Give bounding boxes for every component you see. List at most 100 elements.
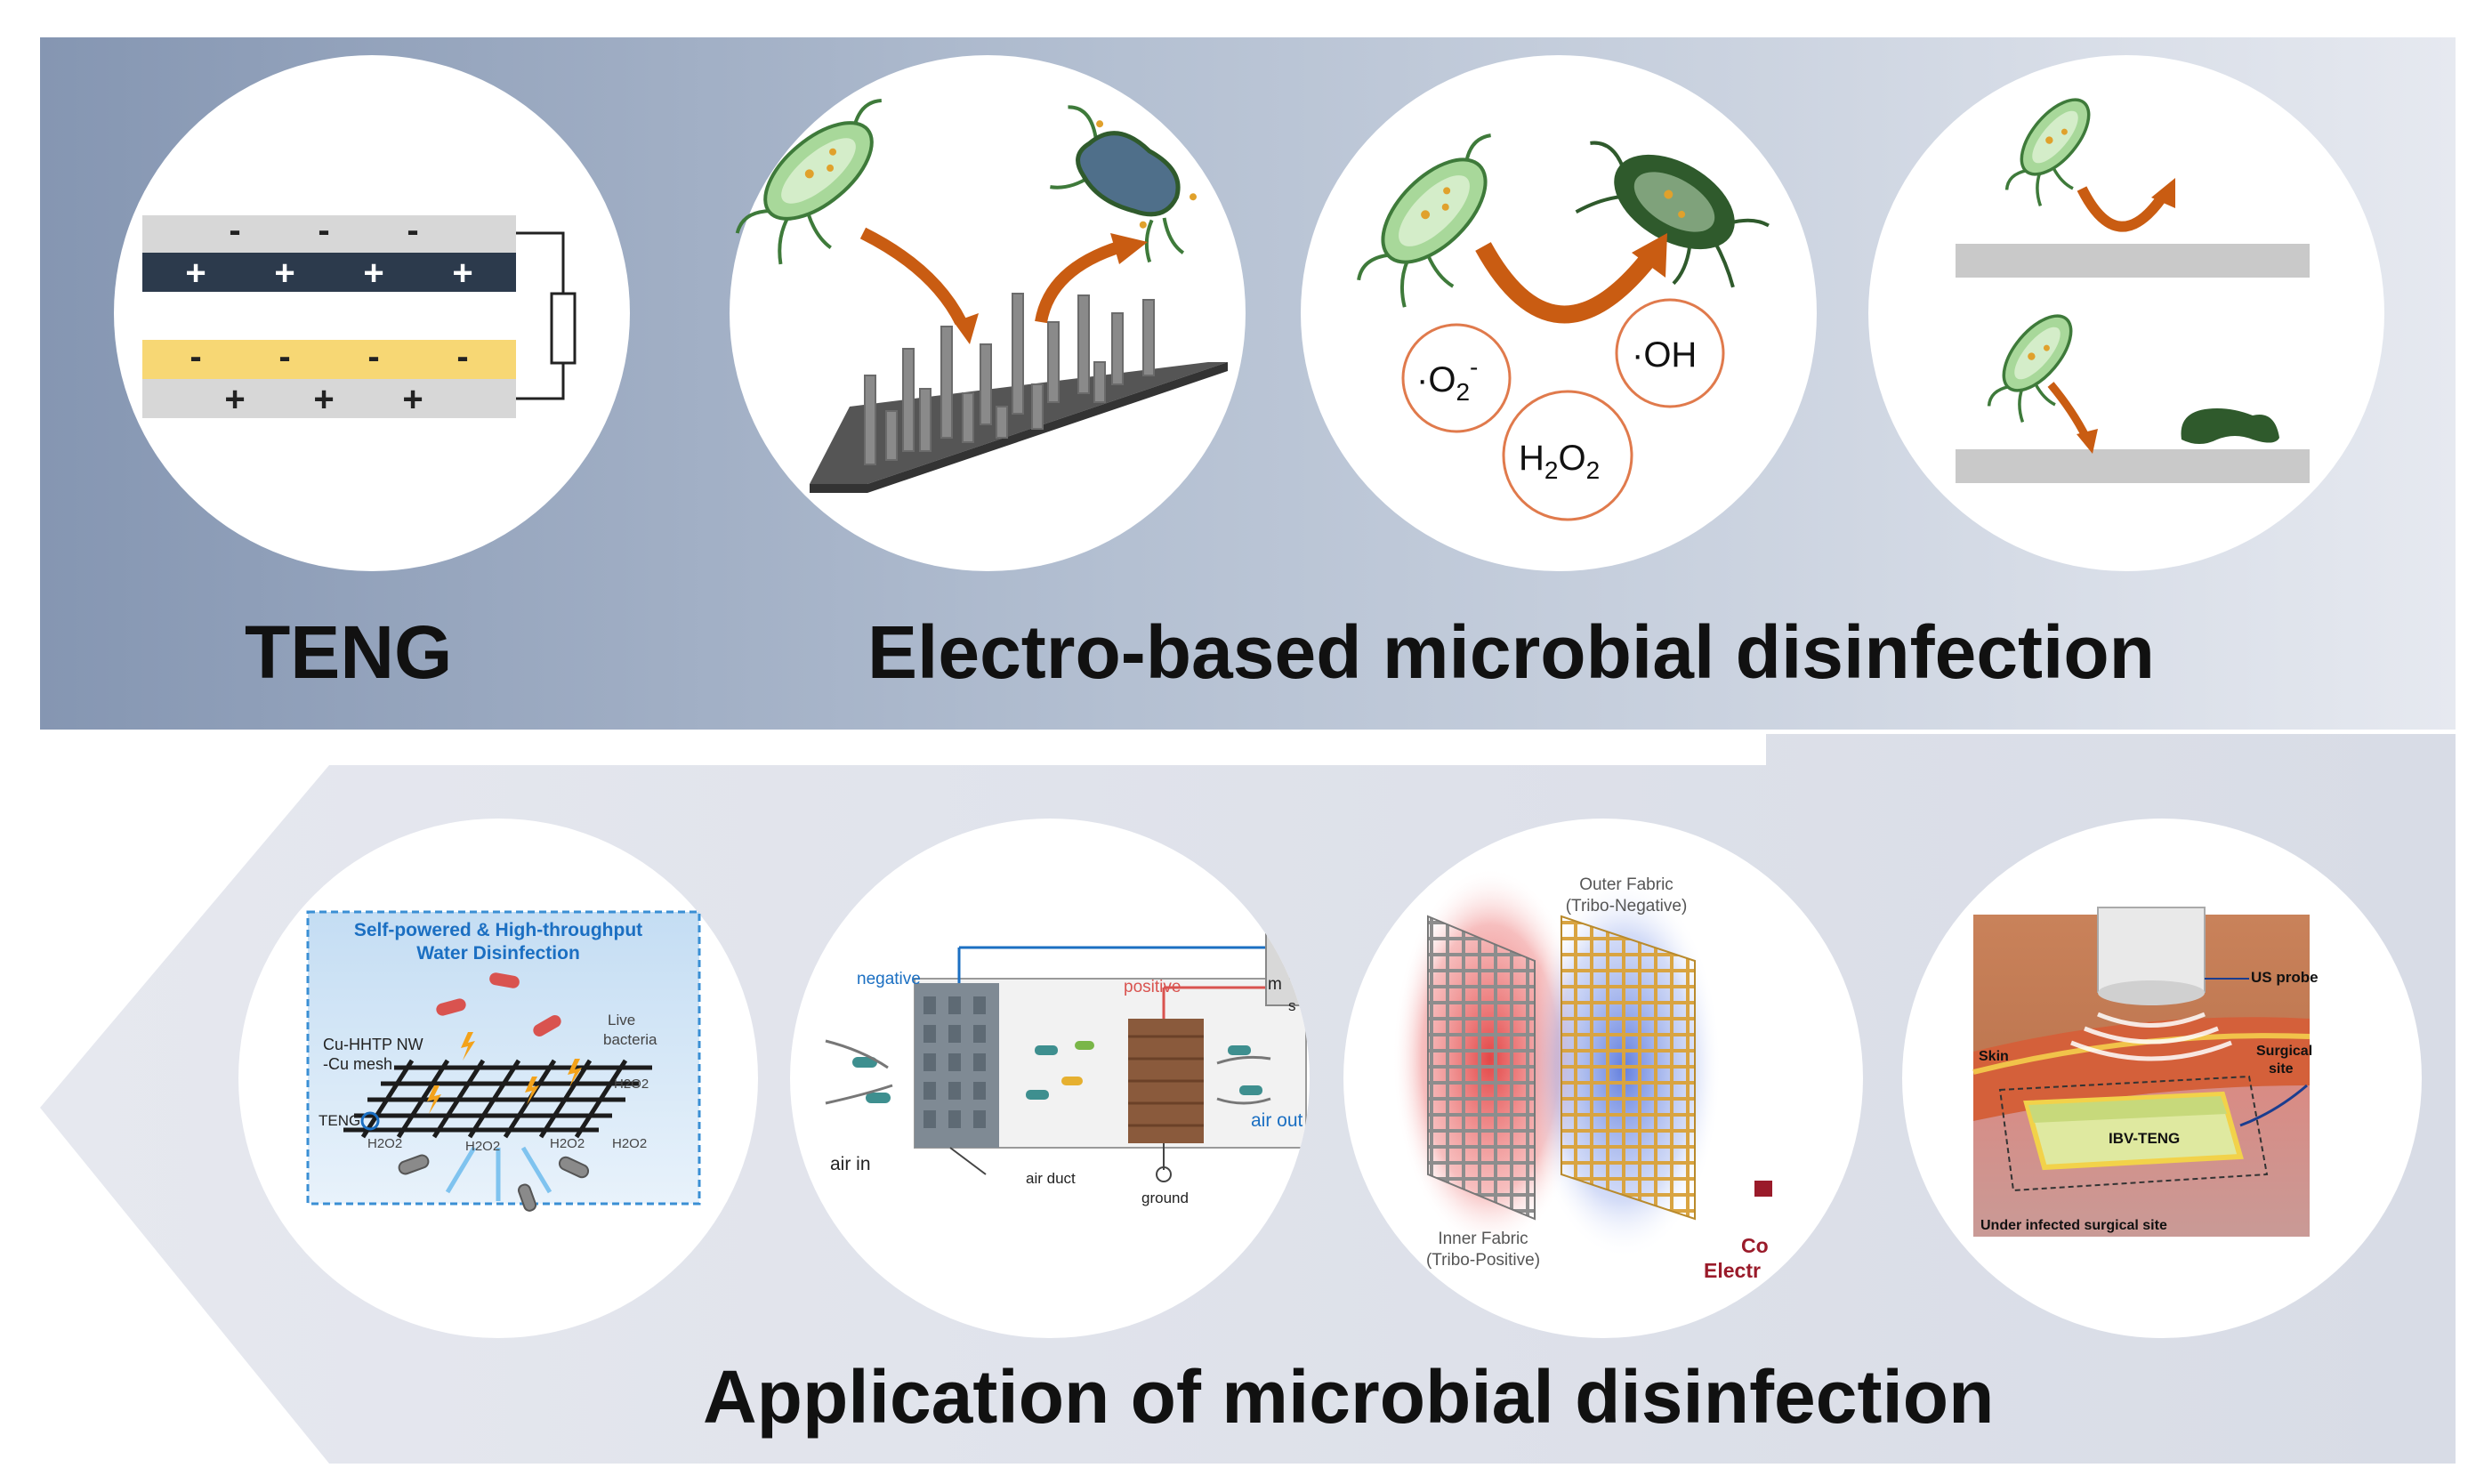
surgical-site-label: Surgical xyxy=(2256,1044,2312,1059)
under-site-label: Under infected surgical site xyxy=(1980,1218,2167,1233)
air-duct-label: air duct xyxy=(1026,1170,1076,1187)
lower-surface xyxy=(1956,449,2310,483)
infected-site-outline xyxy=(1998,1075,2269,1192)
outer-fabric-label: (Tribo-Negative) xyxy=(1566,897,1688,915)
ros-circle: ·O2- ·OH H2O2 xyxy=(1301,55,1817,571)
water-title: Water Disinfection xyxy=(416,943,580,964)
superoxide-label: ·O2- xyxy=(1416,353,1478,406)
charge-symbol: - xyxy=(318,211,329,250)
inner-fabric-label: (Tribo-Positive) xyxy=(1426,1251,1540,1270)
teng-label: TENG xyxy=(319,1112,360,1129)
damaged-bacterium xyxy=(1050,105,1198,263)
dead-bacterium xyxy=(2181,408,2279,444)
h2o2-label: H2O2 xyxy=(614,1077,649,1092)
airborne-bacteria xyxy=(852,1041,1262,1103)
charge-symbol: - xyxy=(278,337,290,376)
superoxide-bubble xyxy=(1401,323,1512,433)
lightning-icon xyxy=(427,1032,582,1114)
lead-wire xyxy=(2239,1084,2308,1127)
inner-fabric xyxy=(1427,915,1536,1221)
h2o2-label: H2O2 xyxy=(367,1136,402,1151)
charge-symbol: + xyxy=(185,254,206,293)
water-disinfection-circle: Self-powered & High-throughput Water Dis… xyxy=(238,819,758,1338)
charge-symbol: - xyxy=(456,337,468,376)
surgical-site-label: site xyxy=(2269,1061,2294,1077)
live-bacteria xyxy=(436,972,561,1036)
charge-symbol: - xyxy=(367,337,379,376)
release-arrow xyxy=(1035,240,1124,324)
upper-surface xyxy=(1956,244,2310,278)
mesh-label: -Cu mesh xyxy=(323,1055,392,1073)
charge-symbol: + xyxy=(452,254,472,293)
charge-symbol: + xyxy=(402,380,423,419)
ground-symbol xyxy=(1156,1166,1172,1182)
surgical-site-circle: US probe Skin Surgical site IBV-TENG Und… xyxy=(1902,819,2422,1338)
air-out-label: air out xyxy=(1251,1110,1303,1131)
charge-symbol: + xyxy=(363,254,383,293)
skin-label: Skin xyxy=(1979,1049,2009,1064)
peroxide-bubble xyxy=(1502,390,1633,521)
lower-dielectric-layer xyxy=(142,340,516,379)
charge-symbol: - xyxy=(407,211,418,250)
teng-terminal-icon xyxy=(360,1111,380,1131)
lower-electrode xyxy=(142,379,516,418)
application-title: Application of microbial disinfection xyxy=(703,1355,1995,1439)
legend-square xyxy=(1754,1181,1772,1197)
water-flow-arrows xyxy=(445,1146,552,1201)
repel-arrow xyxy=(2077,186,2166,232)
outer-fabric-label: Outer Fabric xyxy=(1579,875,1673,894)
h2o2-label: H2O2 xyxy=(465,1139,500,1154)
attach-arrow xyxy=(859,227,967,326)
live-bacteria-label: bacteria xyxy=(603,1031,657,1048)
teng-circle: - - - + + + + - - - - + + + xyxy=(114,55,630,571)
charge-symbol: - xyxy=(190,337,201,376)
substrate-plate xyxy=(810,362,1228,484)
hydroxyl-label: ·OH xyxy=(1632,335,1697,375)
negative-label: negative xyxy=(857,970,921,988)
air-disinfection-circle: negative positive air in air duct ground… xyxy=(790,819,1310,1338)
cut-label: Electr xyxy=(1704,1259,1761,1282)
circuit-wire xyxy=(516,231,565,400)
h2o2-label: H2O2 xyxy=(550,1136,585,1151)
live-bacterium xyxy=(1357,133,1492,308)
fabric-circle: Outer Fabric (Tribo-Negative) Inner Fabr… xyxy=(1343,819,1863,1338)
live-bacterium xyxy=(2004,98,2091,207)
device-label: IBV-TENG xyxy=(2109,1130,2180,1147)
water-panel xyxy=(306,910,701,1206)
dead-bacteria xyxy=(398,1154,590,1212)
charge-symbol: - xyxy=(229,211,240,250)
airflow-arrows xyxy=(825,1039,1271,1105)
cut-label: s xyxy=(1288,997,1296,1014)
anti-adhesion-circle xyxy=(1868,55,2384,571)
water-title: Self-powered & High-throughput xyxy=(354,920,642,940)
outer-fabric xyxy=(1561,915,1696,1221)
air-in-label: air in xyxy=(830,1154,871,1174)
charge-symbol: + xyxy=(224,380,245,419)
hydroxyl-bubble xyxy=(1615,298,1725,408)
nanopillar-circle xyxy=(730,55,1246,571)
ground-label: ground xyxy=(1141,1190,1189,1206)
cut-label: Co xyxy=(1741,1234,1769,1257)
kill-arrow xyxy=(1475,242,1655,324)
inner-fabric-label: Inner Fabric xyxy=(1438,1230,1528,1248)
cu-mesh xyxy=(343,1059,652,1139)
dead-bacterium xyxy=(1575,141,1770,288)
charge-symbol: + xyxy=(313,380,334,419)
upper-electrode xyxy=(142,253,516,292)
teng-device-box xyxy=(1265,933,1310,1006)
ultrasound-waves xyxy=(2070,1012,2232,1061)
us-probe-label: US probe xyxy=(2251,969,2319,986)
live-bacteria-label: Live xyxy=(608,1012,635,1028)
live-bacterium xyxy=(1987,314,2073,423)
nanopillars xyxy=(864,293,1155,465)
electro-title: Electro-based microbial disinfection xyxy=(867,610,2155,694)
upper-dielectric-layer xyxy=(142,215,516,253)
teng-title: TENG xyxy=(245,610,453,694)
mesh-label: Cu-HHTP NW xyxy=(323,1036,423,1053)
peroxide-label: H2O2 xyxy=(1519,439,1600,484)
positive-label: positive xyxy=(1124,978,1181,996)
h2o2-label: H2O2 xyxy=(612,1136,647,1151)
load-resistor xyxy=(550,292,577,365)
cut-label: m xyxy=(1268,975,1282,994)
live-bacterium xyxy=(735,99,883,265)
